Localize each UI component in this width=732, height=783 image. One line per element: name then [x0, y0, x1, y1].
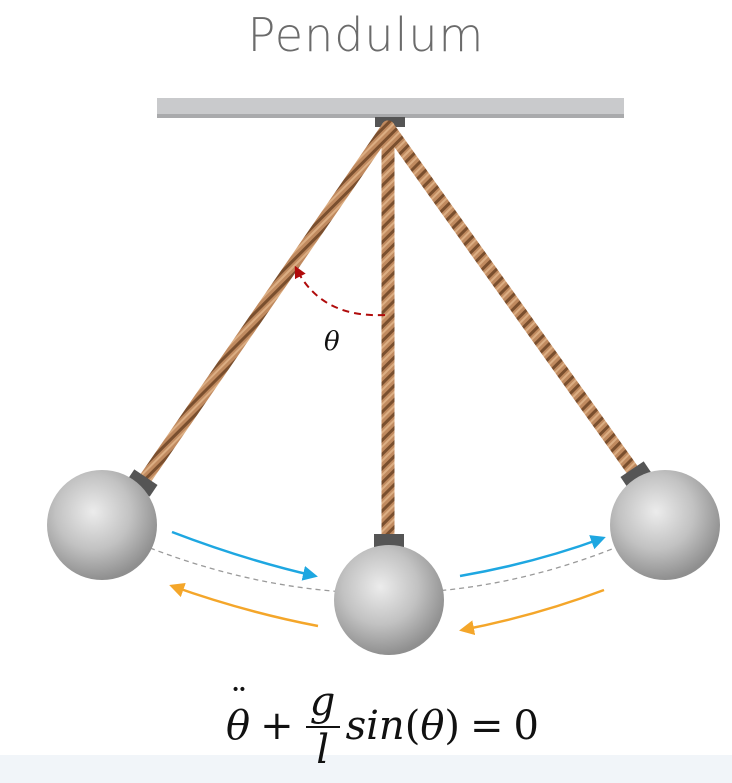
rope-right	[381, 120, 643, 482]
bob-center-ball	[334, 545, 444, 655]
arrow-return-right	[459, 588, 605, 636]
ceiling-bar-shadow	[157, 114, 624, 118]
rope-left	[136, 120, 395, 489]
equation-fraction: g l	[305, 679, 340, 773]
equation-equals: =	[470, 703, 504, 749]
equation-open-paren: (	[404, 703, 421, 749]
equation-lhs-variable: θ	[226, 703, 251, 749]
equation-function: sin	[345, 703, 405, 749]
equation-argument: θ	[420, 703, 445, 749]
footer-band	[0, 755, 732, 783]
bob-left	[47, 469, 158, 580]
arrow-forward-left	[171, 530, 318, 581]
equation-dots: ¨	[230, 683, 248, 724]
equation-fraction-bar	[305, 726, 340, 728]
diagram-title: Pendulum	[247, 8, 485, 62]
bob-center-cap	[374, 534, 404, 548]
angle-label: θ	[324, 327, 340, 357]
equation-close-paren: )	[444, 703, 461, 749]
pendulum-equation: ¨ θ + g l sin ( θ ) = 0	[226, 676, 539, 776]
bob-right-cap	[620, 461, 652, 489]
angle-arc	[294, 265, 386, 317]
bob-left-ball	[47, 470, 157, 580]
equation-plus: +	[260, 703, 294, 749]
arrow-return-left	[169, 582, 319, 628]
bob-left-cap	[126, 469, 158, 497]
ceiling-bar	[157, 98, 624, 118]
bob-center	[334, 534, 444, 655]
bob-right-ball	[610, 470, 720, 580]
equation-theta-double-dot: ¨ θ	[226, 683, 251, 749]
bob-right	[610, 461, 720, 580]
equation-denominator: l	[316, 727, 329, 773]
equation-numerator: g	[309, 679, 336, 725]
equation-rhs: 0	[513, 703, 539, 749]
arrow-forward-right	[459, 535, 606, 578]
